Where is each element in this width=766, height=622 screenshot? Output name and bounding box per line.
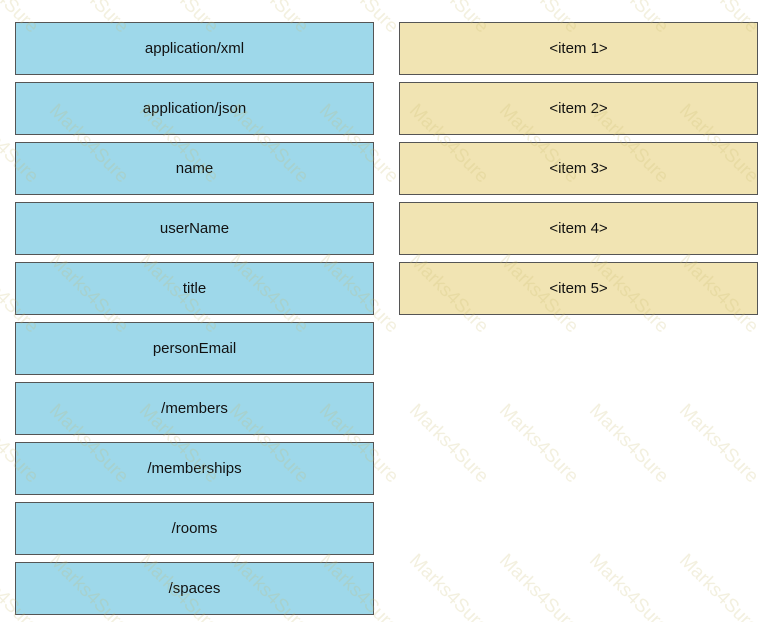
watermark-text: Marks4Sure <box>675 550 763 622</box>
option-title[interactable]: title <box>15 262 374 315</box>
watermark-text: Marks4Sure <box>585 550 673 622</box>
option-application-json[interactable]: application/json <box>15 82 374 135</box>
option-members[interactable]: /members <box>15 382 374 435</box>
drop-target-item-4[interactable]: <item 4> <box>399 202 758 255</box>
option-spaces[interactable]: /spaces <box>15 562 374 615</box>
watermark-text: Marks4Sure <box>675 400 763 488</box>
option-application-xml[interactable]: application/xml <box>15 22 374 75</box>
option-username[interactable]: userName <box>15 202 374 255</box>
drop-target-item-3[interactable]: <item 3> <box>399 142 758 195</box>
watermark-text: Marks4Sure <box>585 400 673 488</box>
drop-targets-column: <item 1> <item 2> <item 3> <item 4> <ite… <box>399 22 758 322</box>
option-rooms[interactable]: /rooms <box>15 502 374 555</box>
answer-options-column: application/xml application/json name us… <box>15 22 374 622</box>
watermark-text: Marks4Sure <box>405 550 493 622</box>
watermark-text: Marks4Sure <box>495 550 583 622</box>
drop-target-item-2[interactable]: <item 2> <box>399 82 758 135</box>
drop-target-item-5[interactable]: <item 5> <box>399 262 758 315</box>
option-memberships[interactable]: /memberships <box>15 442 374 495</box>
option-personemail[interactable]: personEmail <box>15 322 374 375</box>
watermark-text: Marks4Sure <box>495 400 583 488</box>
watermark-text: Marks4Sure <box>405 400 493 488</box>
option-name[interactable]: name <box>15 142 374 195</box>
drop-target-item-1[interactable]: <item 1> <box>399 22 758 75</box>
